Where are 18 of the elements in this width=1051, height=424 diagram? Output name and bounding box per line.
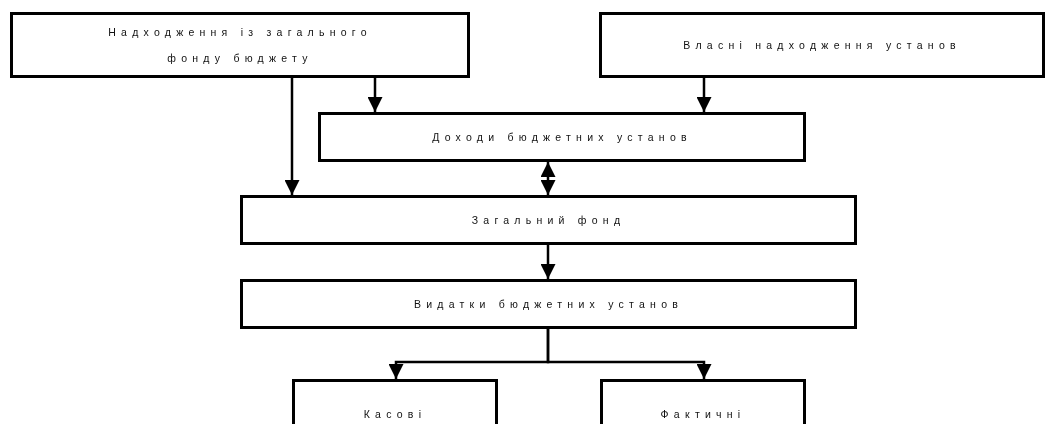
box-label: Надходження із загального фонду бюджету <box>107 25 373 66</box>
process-box <box>10 12 470 78</box>
arrow <box>540 245 556 279</box>
process-box <box>599 12 1045 78</box>
arrow <box>696 78 712 112</box>
arrow <box>540 162 556 195</box>
arrow <box>284 78 300 195</box>
process-box <box>240 279 857 329</box>
box-label: Власні надходження установ <box>683 38 961 53</box>
box-label: Загальний фонд <box>471 213 626 228</box>
box-label: Доходи бюджетних установ <box>432 130 692 145</box>
process-box <box>318 112 806 162</box>
box-label: Видатки бюджетних установ <box>413 297 684 312</box>
arrow <box>367 78 383 112</box>
arrow <box>546 329 712 379</box>
box-label: Фактичні <box>660 407 746 422</box>
box-label: Касові <box>363 407 427 422</box>
process-box <box>240 195 857 245</box>
